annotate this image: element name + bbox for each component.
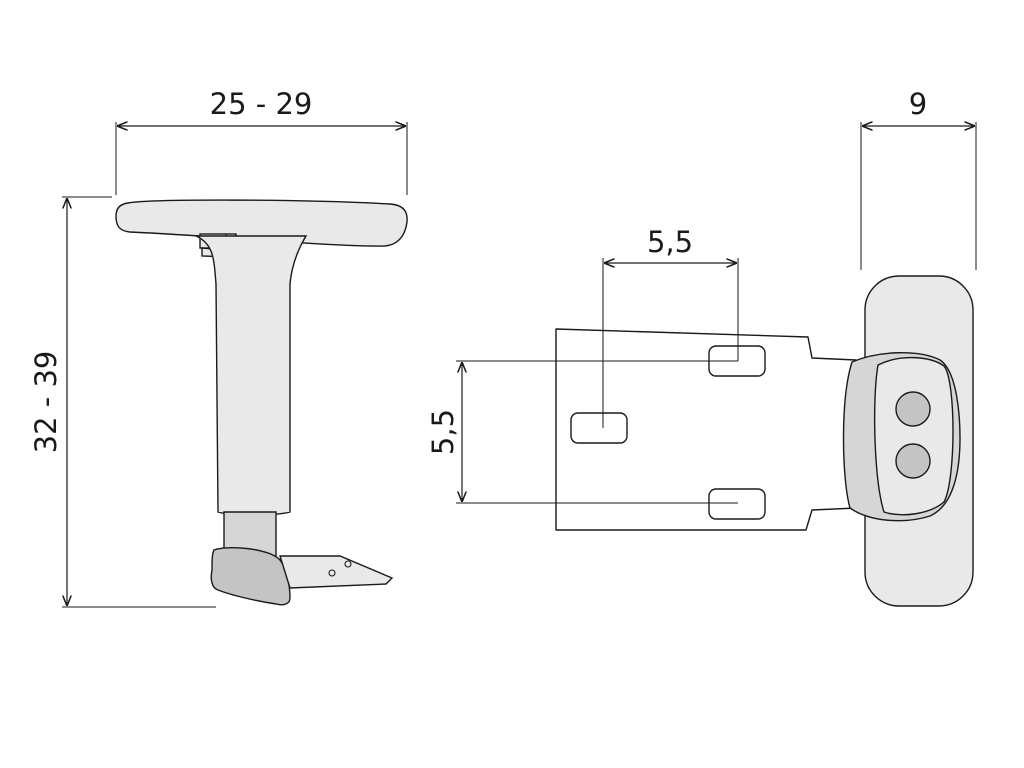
knob-housing-inner — [873, 356, 954, 516]
base-housing — [210, 547, 291, 606]
dim-armrest-width: 25 - 29 — [115, 87, 408, 195]
armrest-pad — [115, 199, 408, 247]
dim-label-hole-spacing-horizontal: 5,5 — [647, 225, 693, 259]
dim-height: 32 - 39 — [29, 196, 216, 608]
dim-hole-spacing-horizontal: 5,5 — [602, 225, 739, 428]
knob-button-bottom — [895, 443, 931, 479]
dim-hole-spacing-vertical: 5,5 — [426, 360, 738, 504]
dim-label-hole-spacing-vertical: 5,5 — [426, 409, 460, 455]
side-view — [115, 199, 408, 606]
plate-hole-2 — [344, 560, 352, 568]
slot-middle-left — [570, 412, 628, 444]
dim-label-armrest-width: 25 - 29 — [210, 87, 313, 121]
dim-label-height: 32 - 39 — [29, 351, 63, 454]
slot-bottom-right — [708, 488, 766, 520]
top-view — [555, 275, 974, 607]
dim-label-mount-depth: 9 — [909, 87, 927, 121]
upper-column — [195, 235, 308, 516]
plate-hole-1 — [328, 569, 336, 577]
dim-mount-depth: 9 — [860, 87, 977, 270]
mounting-plate — [279, 555, 394, 589]
knob-button-top — [895, 391, 931, 427]
